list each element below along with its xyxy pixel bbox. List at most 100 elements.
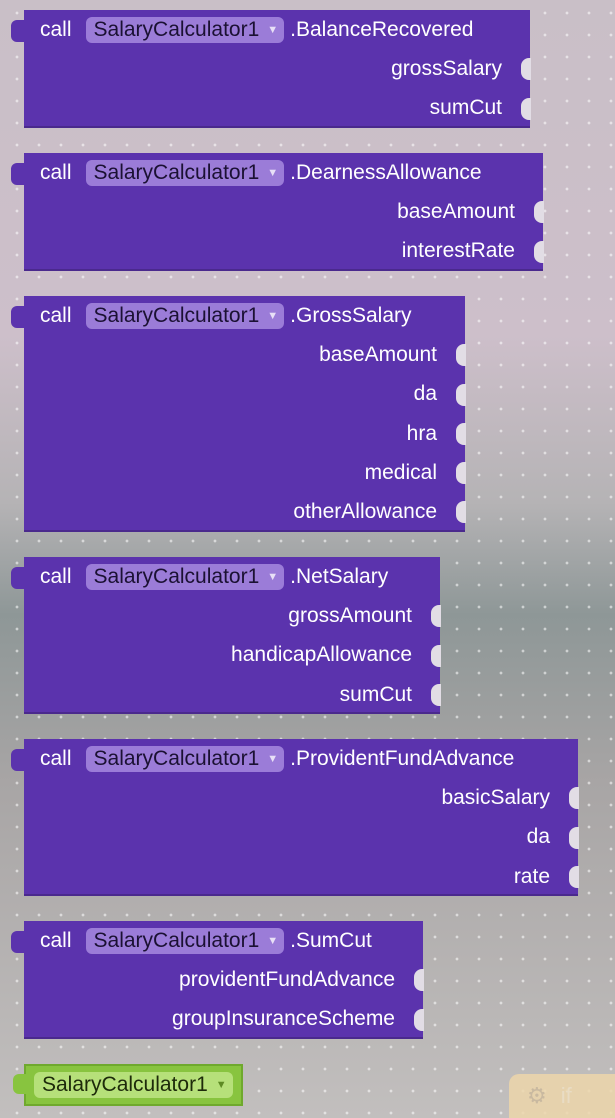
param-row: grossAmount bbox=[24, 596, 441, 635]
input-socket[interactable] bbox=[411, 1008, 424, 1031]
input-socket[interactable] bbox=[453, 344, 466, 367]
call-keyword: call bbox=[40, 746, 72, 770]
call-keyword: call bbox=[40, 17, 72, 41]
block-header: call SalaryCalculator1 ▼ .SumCut bbox=[24, 921, 423, 960]
param-row: baseAmount bbox=[24, 192, 544, 231]
chevron-down-icon[interactable]: ▼ bbox=[215, 1079, 227, 1091]
call-keyword: call bbox=[40, 303, 72, 327]
input-socket[interactable] bbox=[566, 787, 579, 810]
block-header: call SalaryCalculator1 ▼ .NetSalary bbox=[24, 557, 440, 596]
component-dropdown[interactable]: SalaryCalculator1▼ bbox=[85, 159, 285, 186]
component-block[interactable]: SalaryCalculator1 ▼ bbox=[13, 1064, 243, 1106]
param-label: baseAmount bbox=[319, 342, 437, 366]
component-name: SalaryCalculator1 bbox=[42, 1073, 208, 1096]
param-label: baseAmount bbox=[397, 199, 515, 223]
input-socket[interactable] bbox=[453, 422, 466, 445]
param-label: grossAmount bbox=[288, 603, 412, 627]
param-label: medical bbox=[364, 460, 437, 484]
call-keyword: call bbox=[40, 160, 72, 184]
component-name: SalaryCalculator1 bbox=[93, 928, 260, 952]
param-label: handicapAllowance bbox=[231, 643, 412, 667]
component-dropdown[interactable]: SalaryCalculator1 ▼ bbox=[85, 302, 285, 329]
param-row: grossSalary bbox=[24, 49, 531, 88]
param-label: providentFundAdvance bbox=[179, 967, 395, 991]
input-socket[interactable] bbox=[428, 683, 441, 706]
param-row: medical bbox=[24, 453, 466, 492]
component-dropdown[interactable]: SalaryCalculator1 ▼ bbox=[85, 563, 285, 590]
call-keyword: call bbox=[40, 928, 72, 952]
method-name: .NetSalary bbox=[290, 564, 389, 588]
component-name: SalaryCalculator1 bbox=[93, 564, 260, 588]
block-gross-salary[interactable]: call SalaryCalculator1 ▼ .GrossSalary bas… bbox=[11, 296, 466, 532]
param-row: basicSalary bbox=[24, 778, 579, 817]
chevron-down-icon[interactable]: ▼ bbox=[267, 570, 279, 583]
param-row: da bbox=[24, 818, 579, 857]
param-row: providentFundAdvance bbox=[24, 960, 424, 999]
param-row: handicapAllowance bbox=[24, 636, 441, 675]
param-label: sumCut bbox=[339, 682, 412, 706]
param-row: otherAllowance bbox=[24, 492, 466, 531]
input-socket[interactable] bbox=[566, 865, 579, 888]
param-label: hra bbox=[406, 421, 437, 445]
input-socket[interactable] bbox=[531, 240, 544, 263]
param-row: interestRate bbox=[24, 232, 544, 271]
component-dropdown[interactable]: SalaryCalculator1 ▼ bbox=[34, 1072, 233, 1098]
block-net-salary[interactable]: call SalaryCalculator1 ▼ .NetSalary gross… bbox=[11, 557, 441, 715]
param-label: da bbox=[413, 382, 437, 406]
input-socket[interactable] bbox=[518, 58, 531, 81]
input-socket[interactable] bbox=[428, 644, 441, 667]
param-row: sumCut bbox=[24, 675, 441, 714]
chevron-down-icon[interactable]: ▼ bbox=[267, 23, 279, 36]
input-socket[interactable] bbox=[453, 383, 466, 406]
block-sum-cut[interactable]: call SalaryCalculator1 ▼ .SumCut providen… bbox=[11, 921, 424, 1039]
component-dropdown[interactable]: SalaryCalculator1 ▼ bbox=[85, 745, 285, 772]
param-row: groupInsuranceScheme bbox=[24, 1000, 424, 1039]
param-label: sumCut bbox=[429, 96, 502, 120]
param-row: sumCut bbox=[24, 89, 531, 128]
chevron-down-icon[interactable]: ▼ bbox=[267, 309, 279, 322]
param-label: groupInsuranceScheme bbox=[172, 1007, 395, 1031]
component-dropdown[interactable]: SalaryCalculator1 ▼ bbox=[85, 16, 285, 43]
method-name: .BalanceRecovered bbox=[290, 17, 474, 41]
block-header: call SalaryCalculator1 ▼ .BalanceRecovere… bbox=[24, 10, 530, 49]
input-socket[interactable] bbox=[453, 501, 466, 524]
method-name: .SumCut bbox=[290, 928, 372, 952]
param-row: baseAmount bbox=[24, 335, 466, 374]
block-header: call SalaryCalculator1 ▼ .GrossSalary bbox=[24, 296, 465, 335]
component-name: SalaryCalculator1 bbox=[93, 303, 260, 327]
component-name: SalaryCalculator1 bbox=[93, 17, 260, 41]
drawer-tray[interactable]: ⚙ if bbox=[509, 1074, 615, 1118]
input-socket[interactable] bbox=[453, 462, 466, 485]
param-label: da bbox=[526, 825, 550, 849]
component-name: SalaryCalculator1 bbox=[93, 746, 260, 770]
component-dropdown[interactable]: SalaryCalculator1 ▼ bbox=[85, 927, 285, 954]
block-header: call SalaryCalculator1 ▼ .ProvidentFundAd… bbox=[24, 739, 578, 778]
block-balance-recovered[interactable]: call SalaryCalculator1 ▼ .BalanceRecovere… bbox=[11, 10, 531, 128]
gear-icon[interactable]: ⚙ bbox=[527, 1083, 547, 1108]
method-name: .GrossSalary bbox=[290, 303, 412, 327]
input-socket[interactable] bbox=[411, 969, 424, 992]
param-row: hra bbox=[24, 414, 466, 453]
method-name: .ProvidentFundAdvance bbox=[290, 746, 515, 770]
chevron-down-icon[interactable]: ▼ bbox=[267, 752, 279, 765]
input-socket[interactable] bbox=[566, 826, 579, 849]
param-row: rate bbox=[24, 857, 579, 896]
if-block-label[interactable]: if bbox=[560, 1083, 572, 1108]
param-label: basicSalary bbox=[441, 785, 550, 809]
chevron-down-icon[interactable]: ▼ bbox=[267, 166, 279, 179]
call-keyword: call bbox=[40, 564, 72, 588]
param-label: interestRate bbox=[401, 239, 515, 263]
block-dearness-allowance[interactable]: call SalaryCalculator1▼ .DearnessAllowan… bbox=[11, 153, 544, 271]
param-label: grossSalary bbox=[391, 56, 502, 80]
input-socket[interactable] bbox=[531, 201, 544, 224]
block-provident-fund-advance[interactable]: call SalaryCalculator1 ▼ .ProvidentFundAd… bbox=[11, 739, 579, 897]
chevron-down-icon[interactable]: ▼ bbox=[267, 934, 279, 947]
param-row: da bbox=[24, 375, 466, 414]
param-label: otherAllowance bbox=[293, 500, 437, 524]
method-name: .DearnessAllowance bbox=[290, 160, 482, 184]
input-socket[interactable] bbox=[428, 605, 441, 628]
input-socket[interactable] bbox=[518, 97, 531, 120]
block-header: call SalaryCalculator1▼ .DearnessAllowan… bbox=[24, 153, 543, 192]
param-label: rate bbox=[513, 864, 550, 888]
